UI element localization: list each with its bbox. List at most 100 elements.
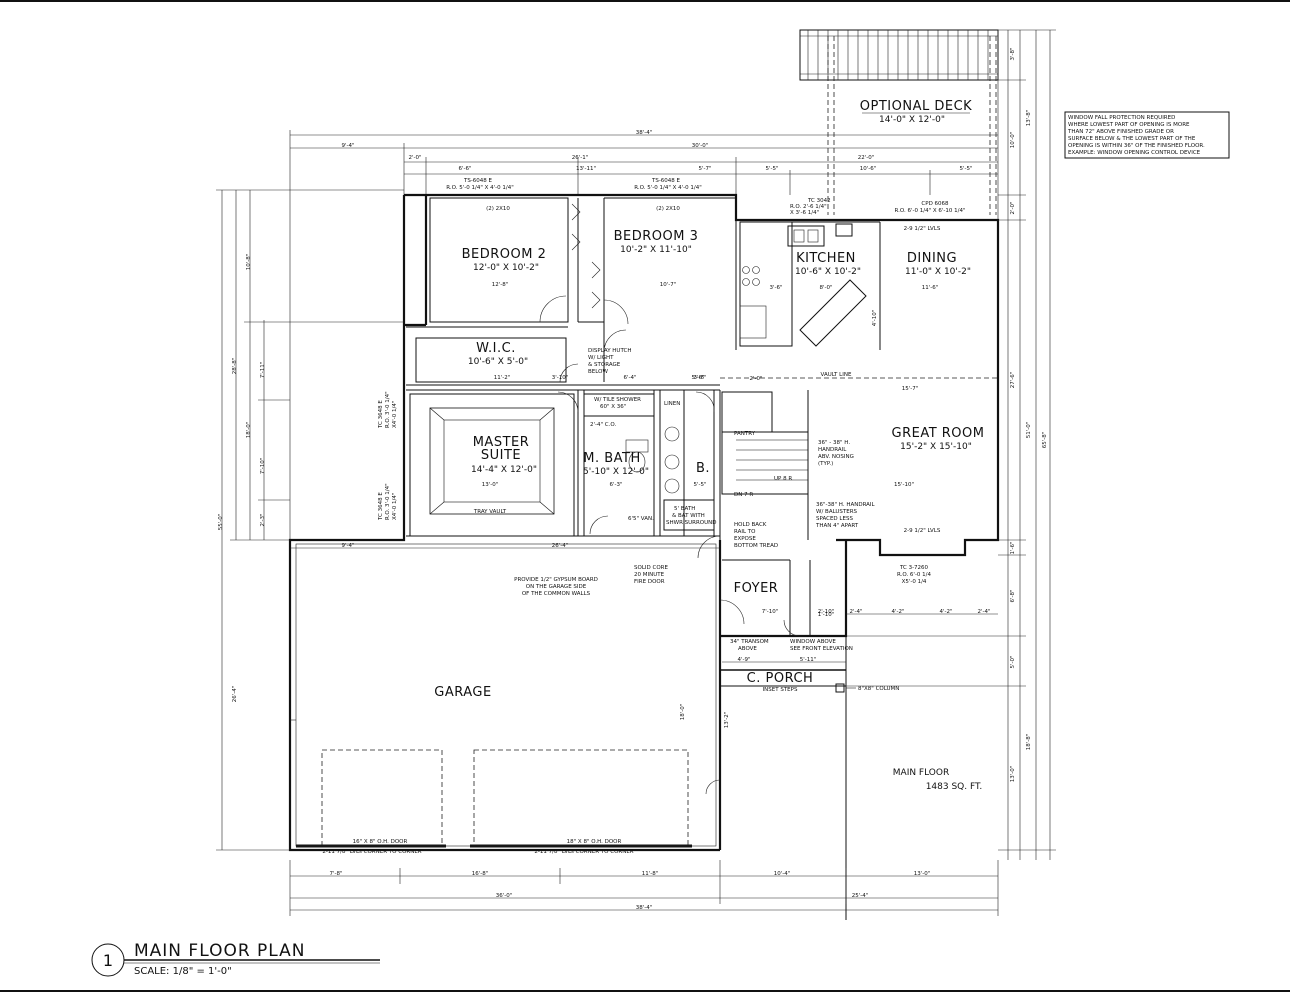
display-hutch-note-4: BELOW xyxy=(588,369,608,375)
exterior-walls xyxy=(288,193,1000,852)
dim-top-b: 30'-0" xyxy=(692,143,709,149)
window-above-note-1: WINDOW ABOVE xyxy=(790,639,836,645)
dim-in-17: 1'-10" xyxy=(818,612,835,618)
window-ro2-master-2: X4'-0 1/4" xyxy=(392,493,398,520)
deck-structure xyxy=(799,29,999,215)
garage-dimensions xyxy=(290,547,998,663)
linen-note: LINEN xyxy=(664,401,680,407)
room-size-master: 14'-4" X 12'-0" xyxy=(471,465,537,475)
note-line-4: SURFACE BELOW & THE LOWEST PART OF THE xyxy=(1068,136,1196,142)
inset-steps-note: INSET STEPS xyxy=(763,687,798,693)
solid-core-note-2: 20 MINUTE xyxy=(634,572,665,578)
window-ro-great: R.O. 6'-0 1/4 xyxy=(897,572,932,578)
solid-core-note-3: FIRE DOOR xyxy=(634,579,665,585)
dim-in-14: 3'-6" xyxy=(769,285,782,291)
dim-in-9: 5'-5" xyxy=(693,482,706,488)
dim-right-f: 51'-0" xyxy=(1026,422,1032,439)
window-tag-kitchen: TC 3042 xyxy=(807,198,831,204)
dim-in-16: 4'-10" xyxy=(872,310,878,327)
room-name-bedroom3: BEDROOM 3 xyxy=(614,229,699,244)
dim-top-d2: 13'-11" xyxy=(576,166,596,172)
lvl-note-1: 2-11 7/8" LVLs CORNER TO CORNER xyxy=(322,849,421,855)
dim-top-d5: 10'-6" xyxy=(860,166,877,172)
dim-right-a: 3'-8" xyxy=(1010,47,1016,60)
room-size-dining: 11'-0" X 10'-2" xyxy=(905,267,971,277)
dim-g4: 2'-4" xyxy=(977,609,990,615)
window-ro2-great: X5'-0 1/4 xyxy=(902,579,927,585)
note-line-2: WHERE LOWEST PART OF OPENING IS MORE xyxy=(1068,122,1190,128)
room-name-kitchen: KITCHEN xyxy=(796,251,856,266)
dim-top-total: 38'-4" xyxy=(636,130,653,136)
dim-in-19: 18'-0" xyxy=(680,704,686,721)
window-above-note-2: SEE FRONT ELEVATION xyxy=(790,646,853,652)
dim-g6: 7'-10" xyxy=(762,609,779,615)
room-name-great: GREAT ROOM xyxy=(892,426,985,441)
dim-right-h: 1'-6" xyxy=(1010,541,1016,554)
garage-doors xyxy=(321,749,689,847)
dim-top-d6: 5'-5" xyxy=(959,166,972,172)
note-line-6: EXAMPLE: WINDOW OPENING CONTROL DEVICE xyxy=(1068,150,1201,156)
dim-porch-a: 4'-9" xyxy=(737,657,750,663)
holdback-note-4: BOTTOM TREAD xyxy=(734,543,778,549)
window-ro-master-1: R.O. 3'-0 1/4" xyxy=(385,391,391,428)
dim-in-3: 11'-2" xyxy=(494,375,511,381)
dim-bot-5: 13'-0" xyxy=(914,871,931,877)
header-bedroom3: (2) 2X10 xyxy=(656,206,680,212)
dim-bot-1: 7'-8" xyxy=(329,871,342,877)
handrail-note-4: (TYP.) xyxy=(818,461,833,467)
door-swings xyxy=(539,203,801,795)
room-size-bedroom2: 12'-0" X 10'-2" xyxy=(473,263,539,273)
vault-line-note: VAULT LINE xyxy=(821,372,852,378)
room-size-great: 15'-2" X 15'-10" xyxy=(900,442,972,452)
window-ro-kitchen: R.O. 2'-6 1/4" xyxy=(790,204,827,210)
display-hutch-note-1: DISPLAY HUTCH xyxy=(588,348,631,354)
dim-right-g: 65'-8" xyxy=(1042,432,1048,449)
room-name-b: B. xyxy=(696,461,710,476)
dim-bot-3: 11'-8" xyxy=(642,871,659,877)
stair-down-note: DN 7 R xyxy=(734,492,753,498)
dim-top-c3: 22'-0" xyxy=(858,155,875,161)
dim-in-10: 15'-10" xyxy=(894,482,914,488)
door-ro-dining: R.O. 6'-0 1/4" X 6'-10 1/4" xyxy=(895,208,966,214)
room-name-master-2: SUITE xyxy=(481,448,521,463)
dim-right-d: 2'-0" xyxy=(1010,201,1016,214)
door-tag-dining: CPD 6068 xyxy=(921,201,949,207)
top-dimensions xyxy=(289,30,999,540)
room-size-kitchen: 10'-6" X 10'-2" xyxy=(795,267,861,277)
dim-g2: 4'-2" xyxy=(891,609,904,615)
main-floor-label: MAIN FLOOR xyxy=(893,768,949,778)
dim-right-i: 6'-8" xyxy=(1010,589,1016,602)
bath-note-1: 5' BATH xyxy=(674,506,695,512)
room-name-cporch: C. PORCH xyxy=(747,671,814,686)
gypsum-note-3: OF THE COMMON WALLS xyxy=(522,591,591,597)
lvl-note-2: 2-11 7/8" LVLs CORNER TO CORNER xyxy=(534,849,633,855)
dim-in-18: 2'-0" xyxy=(749,376,762,382)
dim-in-7: 13'-0" xyxy=(482,482,499,488)
dim-left-f: 7'-11" xyxy=(260,362,266,379)
dim-in-13: 8'-0" xyxy=(819,285,832,291)
window-tag-great: TC 3-7260 xyxy=(899,565,929,571)
transom-note-2: ABOVE xyxy=(738,646,757,652)
room-name-dining: DINING xyxy=(907,251,957,266)
dim-bot-7: 25'-4" xyxy=(852,893,869,899)
oh-door-2-note: 18" X 8" O.H. DOOR xyxy=(567,839,622,845)
bath-note-3: SHWR SURROUND xyxy=(666,520,717,526)
dim-garage-a: 9'-4" xyxy=(341,543,354,549)
bottom-dimensions xyxy=(289,860,999,916)
drawing-title: MAIN FLOOR PLAN xyxy=(134,941,306,961)
left-dimensions xyxy=(216,189,404,851)
dim-top-c1: 2'-0" xyxy=(408,155,421,161)
gypsum-note-1: PROVIDE 1/2" GYPSUM BOARD xyxy=(514,577,598,583)
dim-in-5: 6'-4" xyxy=(623,375,636,381)
gypsum-note-2: ON THE GARAGE SIDE xyxy=(526,584,587,590)
dim-in-6: 3'-6" xyxy=(693,375,706,381)
tray-vault-note: TRAY VAULT xyxy=(473,509,507,515)
dim-in-20: 13'-2" xyxy=(724,712,730,729)
dim-right-e: 27'-6" xyxy=(1010,372,1016,389)
lvls-top-note: 2-9 1/2" LVLS xyxy=(904,226,941,232)
bath-fixtures xyxy=(625,426,680,494)
dim-top-d4: 5'-5" xyxy=(765,166,778,172)
display-hutch-note-2: W/ LIGHT xyxy=(588,355,614,361)
dim-in-1: 12'-8" xyxy=(492,282,509,288)
